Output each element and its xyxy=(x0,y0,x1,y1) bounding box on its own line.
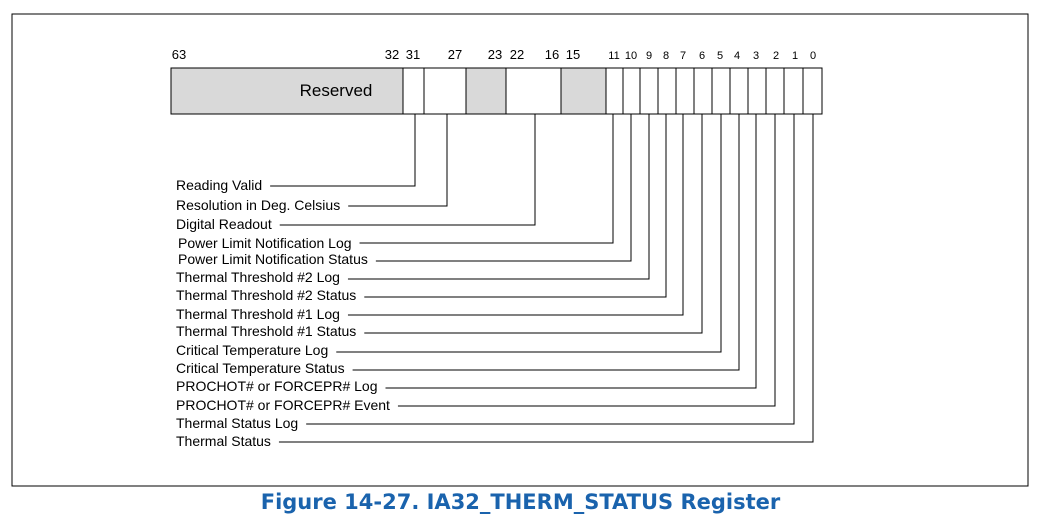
bit-number-label: 1 xyxy=(792,50,798,62)
field-leader-line xyxy=(347,114,684,316)
cell-bit-1 xyxy=(783,67,804,115)
reserved-cell-26-23 xyxy=(465,67,507,115)
field-leader-line xyxy=(375,114,632,262)
field-leader-line xyxy=(364,114,667,298)
field-label: Thermal Threshold #1 Log xyxy=(176,306,340,322)
field-label: Thermal Status xyxy=(176,433,271,449)
field-leader-line xyxy=(385,114,757,389)
cell-bit-8 xyxy=(657,67,677,115)
field-label: Thermal Status Log xyxy=(176,415,298,431)
field-leader-line xyxy=(347,114,650,280)
field-leader-line xyxy=(306,114,795,425)
field-label: Reading Valid xyxy=(176,177,262,193)
figure-caption: Figure 14-27. IA32_THERM_STATUS Register xyxy=(260,490,781,514)
bit-number-label: 6 xyxy=(699,50,705,62)
bit-number-label: 9 xyxy=(646,50,652,62)
bit-number-label: 31 xyxy=(406,47,420,62)
reserved-cell-15-12 xyxy=(560,67,607,115)
field-leader-line xyxy=(364,114,703,334)
bit-number-label: 16 xyxy=(545,47,559,62)
bit-number-label: 7 xyxy=(680,50,686,62)
cell-bit-9 xyxy=(639,67,659,115)
cell-bits-30-27 xyxy=(423,67,467,115)
bit-number-label: 63 xyxy=(172,47,186,62)
bit-number-label: 22 xyxy=(510,47,524,62)
bit-number-label: 10 xyxy=(625,50,637,62)
field-label: Thermal Threshold #2 Log xyxy=(176,269,340,285)
cell-bit-10 xyxy=(622,67,641,115)
field-leader-line xyxy=(352,114,740,371)
bit-number-label: 23 xyxy=(488,47,502,62)
cell-bit-0 xyxy=(802,67,823,115)
cell-bit-3 xyxy=(747,67,767,115)
cell-bit-5 xyxy=(711,67,731,115)
bit-number-label: 15 xyxy=(566,47,580,62)
bit-number-label: 0 xyxy=(810,50,816,62)
cell-bit-7 xyxy=(675,67,695,115)
cell-bit-31 xyxy=(402,67,425,115)
cell-bit-6 xyxy=(693,67,713,115)
figure-frame xyxy=(11,13,1029,487)
field-label: Thermal Threshold #2 Status xyxy=(176,287,356,303)
cell-bit-2 xyxy=(765,67,785,115)
reserved-label: Reserved xyxy=(300,81,373,100)
field-label: Power Limit Notification Status xyxy=(178,251,368,267)
bit-number-label: 3 xyxy=(753,50,759,62)
bit-number-label: 2 xyxy=(773,50,779,62)
cell-bit-4 xyxy=(729,67,749,115)
field-label: Critical Temperature Status xyxy=(176,360,345,376)
bit-number-label: 8 xyxy=(663,50,669,62)
field-leader-line xyxy=(270,114,416,187)
field-leader-line xyxy=(348,114,448,207)
field-leader-line xyxy=(359,114,614,244)
bit-number-label: 11 xyxy=(608,50,619,62)
field-label: PROCHOT# or FORCEPR# Event xyxy=(176,397,390,413)
cell-bit-11 xyxy=(605,67,624,115)
field-leader-line xyxy=(278,114,814,443)
field-label: Digital Readout xyxy=(176,216,272,232)
bit-number-label: 32 xyxy=(385,47,399,62)
field-leader-line xyxy=(397,114,776,407)
bit-number-label: 27 xyxy=(448,47,462,62)
reserved-cell-63-32 xyxy=(170,67,404,115)
field-label: Resolution in Deg. Celsius xyxy=(176,197,340,213)
field-leader-line xyxy=(279,114,536,226)
field-label: Thermal Threshold #1 Status xyxy=(176,323,356,339)
cell-bits-22-16 xyxy=(505,67,562,115)
field-label: PROCHOT# or FORCEPR# Log xyxy=(176,378,378,394)
field-label: Critical Temperature Log xyxy=(176,342,328,358)
bit-number-label: 5 xyxy=(717,50,723,62)
field-label: Power Limit Notification Log xyxy=(178,235,352,251)
bit-number-label: 4 xyxy=(734,50,740,62)
field-leader-line xyxy=(336,114,722,353)
